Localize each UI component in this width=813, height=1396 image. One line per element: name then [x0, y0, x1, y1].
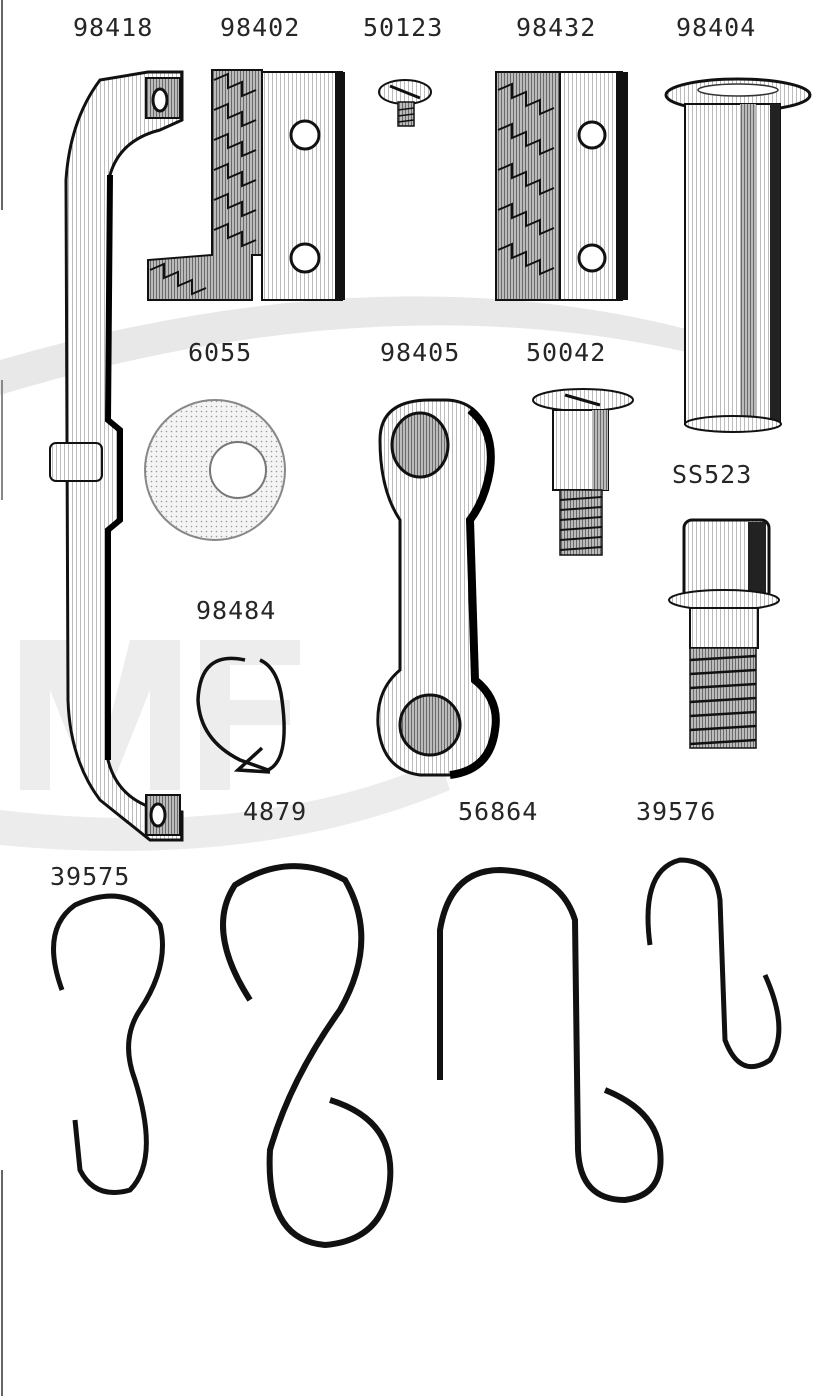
part-98404-drawing: [664, 77, 812, 433]
part-label-39576: 39576: [636, 797, 717, 826]
part-label-ss523: SS523: [672, 460, 753, 489]
part-50042-drawing: [532, 388, 634, 556]
part-39575-drawing: [51, 893, 165, 1195]
part-50123-drawing: [378, 79, 432, 127]
part-98405-drawing: [376, 398, 500, 779]
part-98432-drawing: [495, 71, 628, 301]
part-98402-drawing: [147, 69, 345, 301]
part-label-39575: 39575: [50, 862, 131, 891]
part-label-50042: 50042: [526, 338, 607, 367]
part-4879-drawing: [220, 863, 394, 1249]
part-98484-drawing: [196, 656, 286, 774]
part-label-98484: 98484: [196, 596, 277, 625]
part-label-98405: 98405: [380, 338, 461, 367]
part-6055-drawing: [144, 399, 286, 541]
part-label-50123: 50123: [363, 13, 444, 42]
part-label-4879: 4879: [243, 797, 308, 826]
part-56864-drawing: [437, 866, 664, 1204]
part-label-98418: 98418: [73, 13, 154, 42]
part-label-56864: 56864: [458, 797, 539, 826]
part-label-98402: 98402: [220, 13, 301, 42]
part-98418-drawing: [49, 70, 184, 842]
part-label-98404: 98404: [676, 13, 757, 42]
part-label-6055: 6055: [188, 338, 253, 367]
part-39576-drawing: [645, 857, 782, 1070]
part-label-98432: 98432: [516, 13, 597, 42]
part-ss523-drawing: [668, 518, 780, 749]
